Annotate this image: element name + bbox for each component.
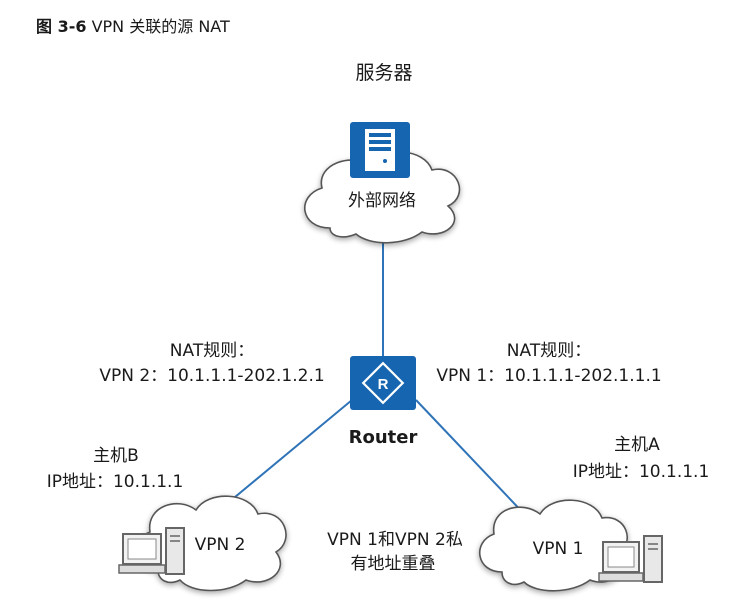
nat-rule-right-label: NAT规则：	[506, 341, 592, 361]
nat-rule-right-value: VPN 1：10.1.1.1-202.1.1.1	[436, 366, 662, 386]
overlap-note-line1: VPN 1和VPN 2私	[327, 530, 463, 550]
link-router-vpn2	[216, 399, 353, 513]
external-network-label: 外部网络	[348, 191, 416, 211]
external-network-cloud	[304, 151, 461, 244]
vpn1-cloud	[478, 499, 628, 592]
link-router-vpn1	[415, 399, 529, 519]
nat-rule-left-value: VPN 2：10.1.1.1-202.1.2.1	[99, 366, 325, 386]
figure-title: VPN 关联的源 NAT	[91, 17, 230, 36]
host-b-ip: IP地址：10.1.1.1	[46, 472, 184, 492]
vpn2-label: VPN 2	[194, 535, 246, 555]
host-a-computer-icon	[598, 535, 663, 583]
host-a-name: 主机A	[614, 435, 660, 455]
overlap-note-line2: 有地址重叠	[350, 554, 436, 574]
server-icon	[350, 122, 410, 178]
server-title: 服务器	[355, 62, 413, 84]
figure-number: 图 3-6	[36, 17, 87, 36]
router-icon: R	[350, 356, 416, 410]
router-glyph: R	[378, 376, 389, 393]
host-b-name: 主机B	[93, 446, 139, 466]
vpn1-label: VPN 1	[532, 539, 584, 559]
nat-rule-left-label: NAT规则：	[169, 341, 255, 361]
figure-caption: 图 3-6 VPN 关联的源 NAT	[36, 19, 230, 35]
host-b-computer-icon	[118, 527, 185, 575]
host-a-ip: IP地址：10.1.1.1	[572, 462, 710, 482]
router-label: Router	[348, 427, 418, 448]
